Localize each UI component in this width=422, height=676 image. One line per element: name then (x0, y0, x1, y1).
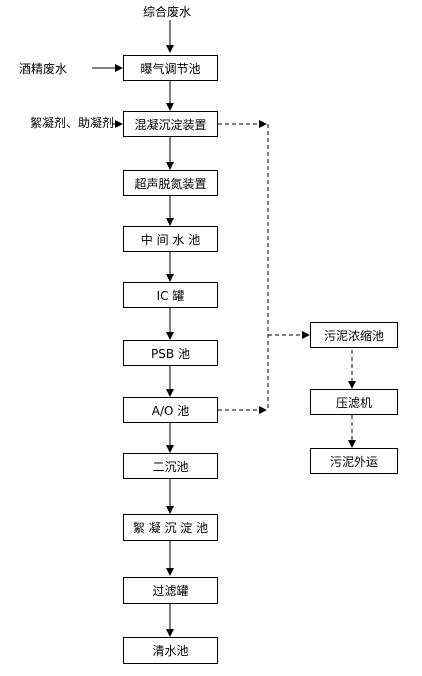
node-sludge-thickener: 污泥浓缩池 (310, 322, 398, 348)
node-coagulation-device: 混凝沉淀装置 (123, 111, 218, 137)
node-secondary-clarifier: 二沉池 (123, 453, 218, 479)
node-aeration-tank: 曝气调节池 (123, 55, 218, 81)
input-label-chemicals: 絮凝剂、助凝剂 (30, 116, 115, 130)
node-clear-water-pool: 清水池 (123, 637, 218, 664)
node-filter-press: 压滤机 (310, 389, 398, 415)
node-ultrasonic-denitrification: 超声脱氮装置 (123, 170, 218, 196)
node-flocculation-tank: 絮 凝 沉 淀 池 (123, 514, 218, 541)
node-intermediate-pool: 中 间 水 池 (123, 226, 218, 252)
input-label-left: 酒精废水 (19, 62, 68, 76)
node-filter-tank: 过滤罐 (123, 577, 218, 604)
node-psb-pool: PSB 池 (123, 340, 218, 366)
node-ao-pool: A/O 池 (123, 397, 218, 423)
node-ic-tank: IC 罐 (123, 282, 218, 308)
input-label-top: 综合废水 (143, 5, 192, 19)
node-sludge-transport: 污泥外运 (310, 448, 398, 474)
